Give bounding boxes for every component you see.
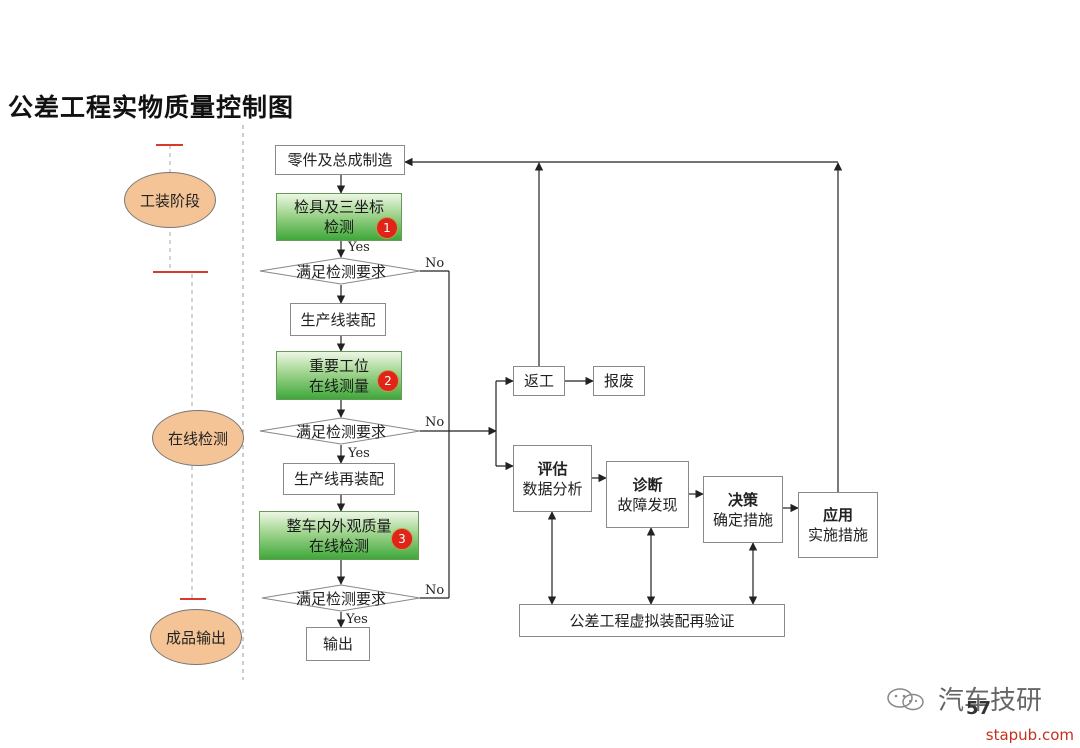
apply-title: 应用 [822, 506, 853, 524]
page-title: 公差工程实物质量控制图 [8, 93, 295, 122]
virtual-validation-box: 公差工程虚拟装配再验证 [519, 604, 785, 637]
gauge-inspection-line1: 检具及三坐标 [293, 198, 384, 216]
apply-box: 应用 实施措施 [798, 492, 878, 558]
site-url: stapub.com [985, 726, 1074, 744]
watermark-text: 汽车技研 [937, 686, 1042, 716]
vehicle-inspection-line2: 在线检测 [308, 536, 369, 555]
decision-2-yes: Yes [348, 446, 370, 461]
scrap-box: 报废 [593, 366, 645, 396]
decision-2-label: 满足检测要求 [295, 423, 386, 441]
diagnose-subtitle: 故障发现 [617, 495, 678, 514]
stage-tooling: 工装阶段 [124, 172, 216, 228]
decide-title: 决策 [727, 490, 758, 509]
decide-subtitle: 确定措施 [712, 510, 773, 529]
decide-box: 决策 确定措施 [703, 476, 783, 543]
station-measure-line2: 在线测量 [308, 376, 369, 395]
gauge-inspection-line2: 检测 [323, 218, 354, 236]
station-measure-line1: 重要工位 [308, 356, 369, 375]
decision-3-no: No [425, 583, 445, 598]
step-badge-1: 1 [376, 217, 398, 239]
stage-timeline [169, 145, 193, 598]
evaluate-title: 评估 [537, 459, 568, 478]
reassembly-box: 生产线再装配 [283, 463, 395, 495]
page-number: 57 [966, 698, 992, 719]
decision-1-yes: Yes [348, 240, 370, 255]
step-badge-2: 2 [377, 370, 399, 392]
apply-subtitle: 实施措施 [807, 526, 868, 544]
evaluate-box: 评估 数据分析 [513, 445, 592, 512]
decision-3-yes: Yes [346, 612, 368, 627]
decision-1-no: No [425, 256, 445, 271]
wechat-icon [887, 688, 924, 711]
decision-3-label: 满足检测要求 [295, 590, 386, 608]
station-measure-box: 重要工位 在线测量 [276, 351, 402, 400]
diagnose-title: 诊断 [632, 475, 663, 494]
evaluate-subtitle: 数据分析 [522, 479, 583, 498]
output-box: 输出 [306, 627, 370, 661]
step-badge-3: 3 [391, 528, 413, 550]
rework-box: 返工 [513, 366, 565, 396]
stage-output: 成品输出 [150, 609, 242, 665]
vehicle-inspection-line1: 整车内外观质量 [286, 516, 392, 535]
gauge-inspection-box: 检具及三坐标 检测 [276, 193, 402, 241]
stage-online: 在线检测 [152, 410, 244, 466]
decision-2-no: No [425, 415, 445, 430]
assembly-box: 生产线装配 [290, 303, 386, 336]
stage-red-markers [153, 144, 208, 600]
decision-1-label: 满足检测要求 [295, 263, 386, 281]
manufacture-box: 零件及总成制造 [275, 145, 405, 175]
diagnose-box: 诊断 故障发现 [606, 461, 689, 528]
